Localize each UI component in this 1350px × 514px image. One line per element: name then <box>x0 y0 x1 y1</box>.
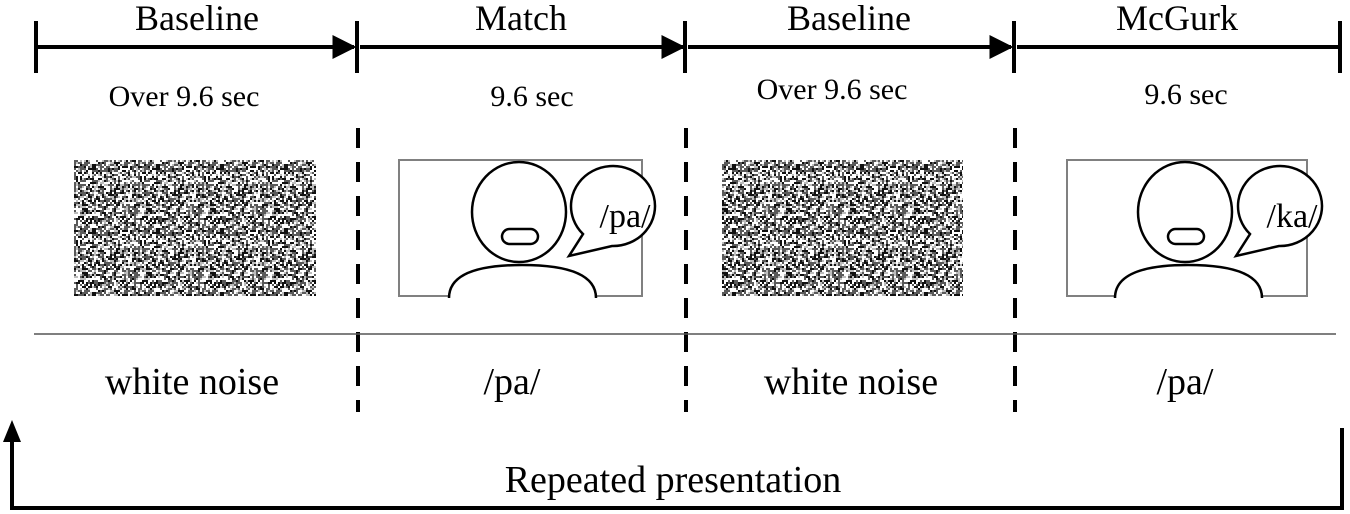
shoulders <box>1113 263 1264 299</box>
segment-separators <box>356 128 1017 412</box>
speech-syllable: /pa/ <box>600 198 652 235</box>
mouth <box>500 227 540 246</box>
segment-2-title: Match <box>475 0 567 38</box>
speech-bubble-icon <box>566 164 657 258</box>
speech-bubble-icon <box>1233 164 1324 258</box>
white-noise-image-1 <box>74 160 316 296</box>
loop-arrowhead <box>3 420 21 442</box>
segment-4-title: McGurk <box>1116 0 1238 38</box>
segment-1-title: Baseline <box>135 0 259 38</box>
segment-2-duration: 9.6 sec <box>490 80 573 113</box>
repeat-loop-arrow <box>3 420 1344 510</box>
loop-line <box>10 428 1344 510</box>
mouth <box>1166 227 1206 246</box>
segment-3-audio: white noise <box>764 361 938 403</box>
repeated-presentation-label: Repeated presentation <box>505 459 842 501</box>
segment-1-audio: white noise <box>105 361 279 403</box>
segment-3-duration: Over 9.6 sec <box>757 73 908 106</box>
segment-4-duration: 9.6 sec <box>1144 78 1227 111</box>
head <box>470 160 568 264</box>
timeline-arrows <box>34 21 1342 73</box>
segment-1-duration: Over 9.6 sec <box>109 80 260 113</box>
head <box>1136 160 1234 264</box>
segment-4-audio: /pa/ <box>1157 361 1214 403</box>
talking-face-icon-match: /pa/ <box>398 159 657 299</box>
shoulders <box>447 263 598 299</box>
white-noise-image-2 <box>722 160 963 296</box>
segment-3-title: Baseline <box>787 0 911 38</box>
speech-syllable: /ka/ <box>1267 198 1319 235</box>
segment-2-audio: /pa/ <box>484 361 541 403</box>
talking-face-icon-mcgurk: /ka/ <box>1066 159 1324 299</box>
